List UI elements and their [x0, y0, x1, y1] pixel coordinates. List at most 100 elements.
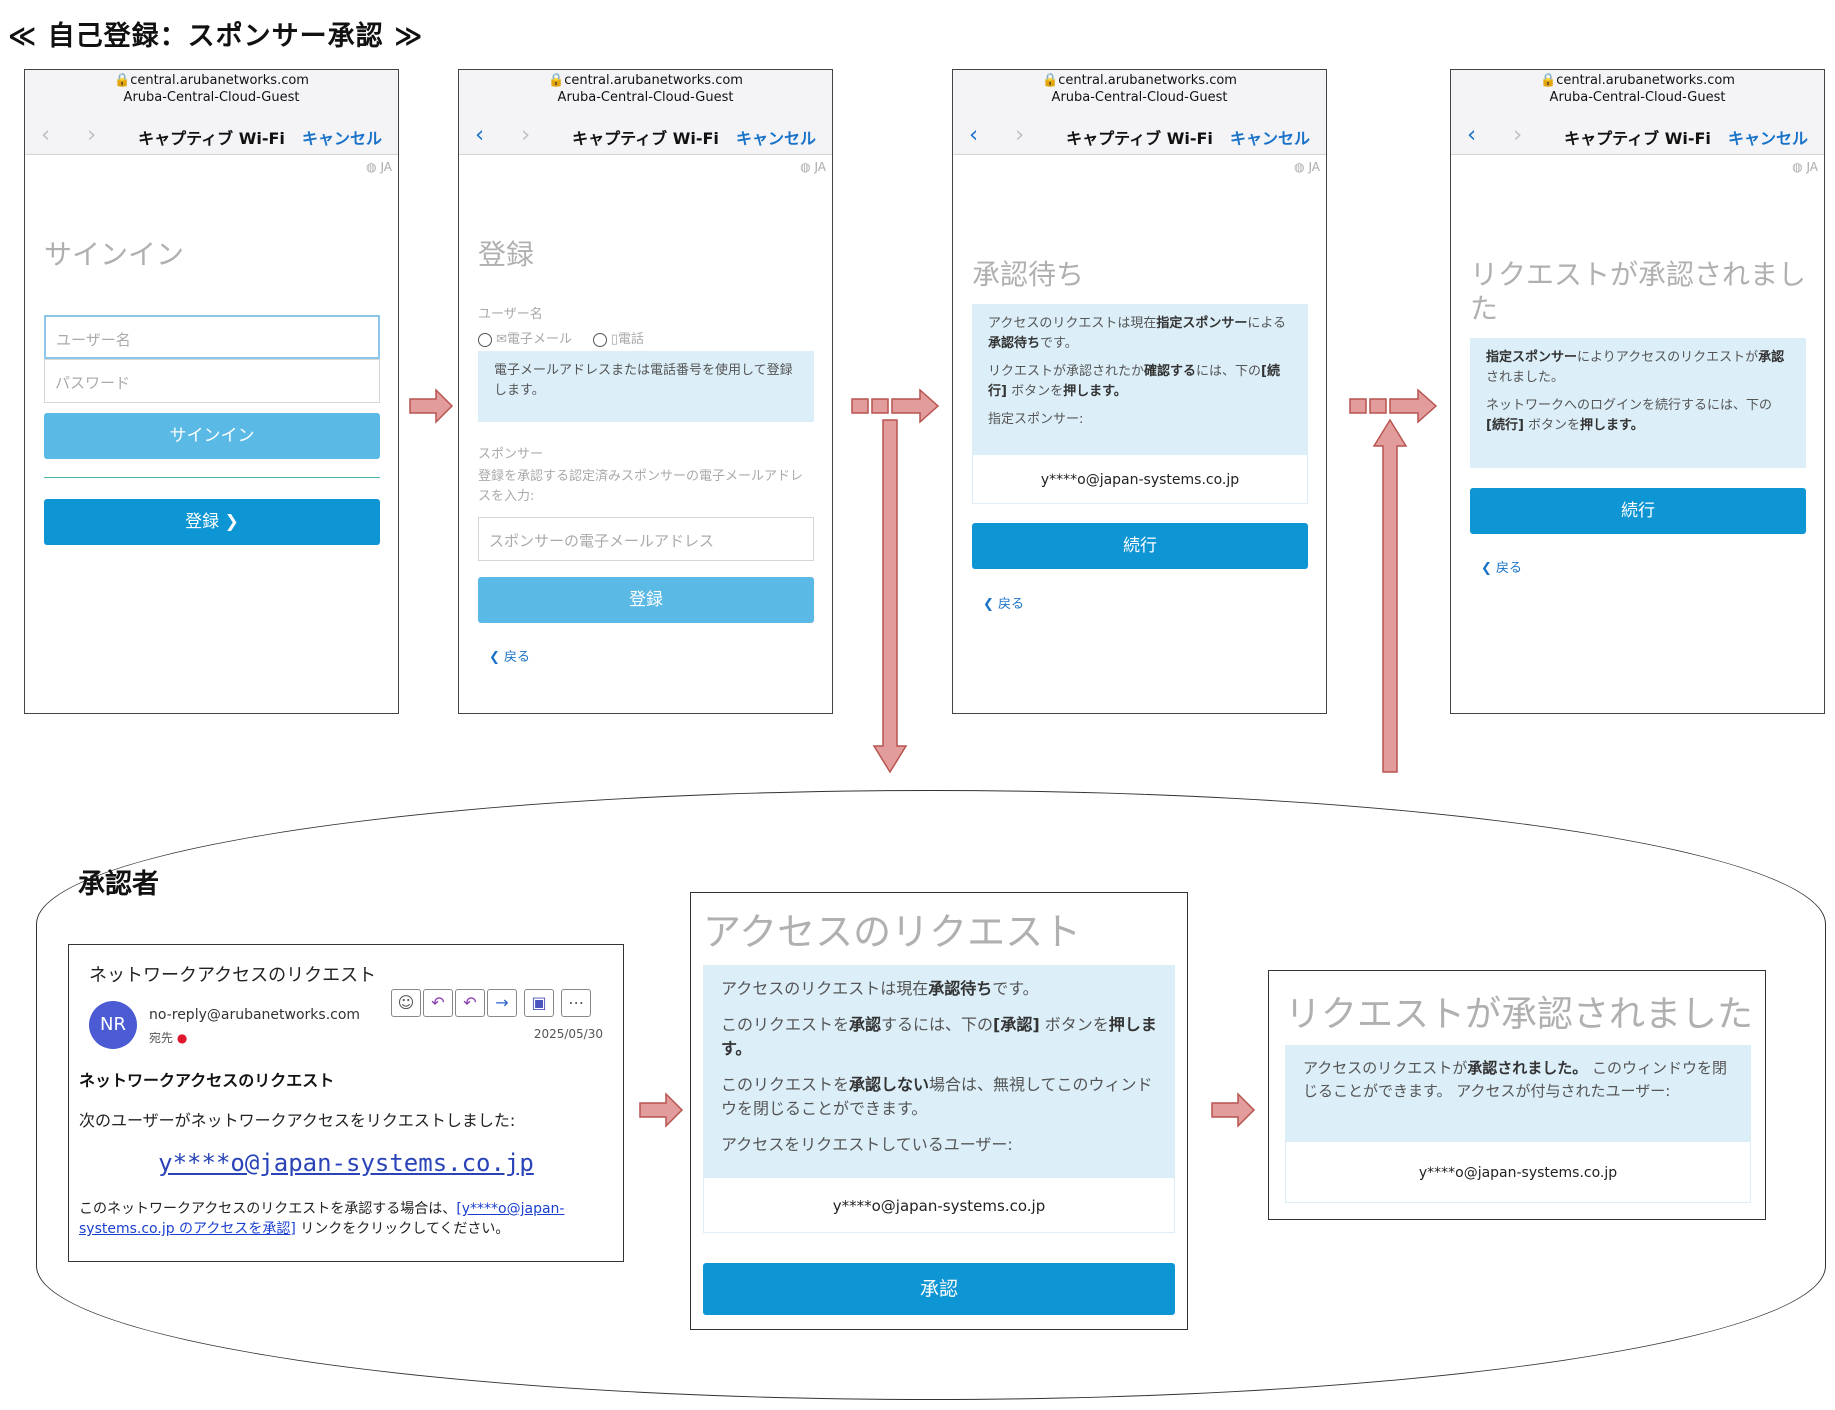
- register-submit-button[interactable]: 登録: [478, 577, 814, 623]
- globe-icon: ◍: [366, 160, 377, 174]
- phone-screen-signin: 🔒central.arubanetworks.com Aruba-Central…: [24, 69, 399, 714]
- approved-info-box: アクセスのリクエストが承認されました。 このウィンドウを閉じることができます。 …: [1285, 1045, 1751, 1141]
- continue-button[interactable]: 続行: [1470, 488, 1806, 534]
- lock-icon: 🔒: [548, 73, 565, 88]
- forward-chevron-icon[interactable]: ›: [87, 122, 97, 148]
- back-chevron-icon[interactable]: ‹: [969, 122, 979, 148]
- register-heading: 登録: [478, 238, 535, 271]
- approve-link[interactable]: [y****o@japan-systems.co.jp のアクセスを承認]: [79, 1201, 565, 1237]
- approved-heading: リクエストが承認されました: [1285, 994, 1754, 1035]
- phone-screen-approved: 🔒central.arubanetworks.com Aruba-Central…: [1450, 69, 1825, 714]
- arrow-right-dashed-2: [851, 388, 940, 424]
- phone-screen-pending: 🔒central.arubanetworks.com Aruba-Central…: [952, 69, 1327, 714]
- arrow-right-dashed-3: [1349, 388, 1438, 424]
- avatar: NR: [89, 1001, 137, 1049]
- username-input[interactable]: ユーザー名: [44, 315, 380, 359]
- email-date: 2025/05/30: [533, 1027, 603, 1041]
- mail-icon: ✉: [496, 332, 508, 347]
- language-selector[interactable]: ◍ JA: [800, 160, 826, 174]
- sponsor-label: 指定スポンサー:: [988, 412, 1084, 427]
- back-chevron-icon[interactable]: ‹: [41, 122, 51, 148]
- back-link[interactable]: ❮ 戻る: [1481, 561, 1523, 576]
- language-selector[interactable]: ◍ JA: [1792, 160, 1818, 174]
- language-selector[interactable]: ◍ JA: [366, 160, 392, 174]
- arrow-up-from-approver: [1372, 418, 1408, 773]
- request-info-p4: アクセスをリクエストしているユーザー:: [721, 1135, 1013, 1154]
- phone-radio[interactable]: [592, 332, 607, 347]
- arrow-right-1: [409, 388, 454, 424]
- network-name: Aruba-Central-Cloud-Guest: [1051, 90, 1228, 105]
- cancel-button[interactable]: キャンセル: [301, 129, 382, 148]
- lock-icon: 🔒: [1540, 73, 1557, 88]
- browser-bar: 🔒central.arubanetworks.com Aruba-Central…: [459, 70, 832, 155]
- approved-info-box: 指定スポンサーによりアクセスのリクエストが承認されました。 ネットワークへのログ…: [1470, 338, 1806, 468]
- requesting-user-email: y****o@japan-systems.co.jp: [703, 1177, 1175, 1233]
- forward-chevron-icon[interactable]: ›: [1015, 122, 1025, 148]
- nav-title: キャプティブ Wi-Fi: [572, 129, 719, 148]
- cancel-button[interactable]: キャンセル: [735, 129, 816, 148]
- cancel-button[interactable]: キャンセル: [1727, 129, 1808, 148]
- divider: [44, 477, 380, 478]
- reply-icon[interactable]: ↶: [423, 989, 453, 1017]
- request-info-p2: このリクエストを承認するには、下の[承認] ボタンを押します。: [721, 1015, 1157, 1058]
- sponsor-label: スポンサー: [478, 447, 544, 462]
- more-icon[interactable]: ⋯: [561, 989, 592, 1017]
- url-text: 🔒central.arubanetworks.com: [1540, 73, 1735, 88]
- approver-region: [36, 790, 1826, 1400]
- password-input[interactable]: パスワード: [44, 359, 380, 403]
- continue-button[interactable]: 続行: [972, 523, 1308, 569]
- reply-all-icon[interactable]: ↶: [455, 989, 485, 1017]
- username-label: ユーザー名: [478, 307, 543, 322]
- lock-icon: 🔒: [1042, 73, 1059, 88]
- arrow-down-to-approver: [872, 419, 908, 774]
- pending-heading: 承認待ち: [972, 258, 1085, 291]
- browser-bar: 🔒central.arubanetworks.com Aruba-Central…: [1451, 70, 1824, 155]
- globe-icon: ◍: [1294, 160, 1305, 174]
- email-subject: ネットワークアクセスのリクエスト: [89, 965, 377, 986]
- request-approved-panel: リクエストが承認されました アクセスのリクエストが承認されました。 このウィンド…: [1268, 970, 1766, 1220]
- network-name: Aruba-Central-Cloud-Guest: [1549, 90, 1726, 105]
- email-option-label: 電子メール: [507, 332, 573, 347]
- cancel-button[interactable]: キャンセル: [1229, 129, 1310, 148]
- browser-bar: 🔒central.arubanetworks.com Aruba-Central…: [25, 70, 398, 155]
- presence-dot-icon: ●: [176, 1031, 188, 1045]
- signin-heading: サインイン: [44, 238, 185, 271]
- back-link[interactable]: ❮ 戻る: [489, 650, 531, 665]
- globe-icon: ◍: [800, 160, 811, 174]
- pending-info-box: アクセスのリクエストは現在指定スポンサーによる承認待ちです。 リクエストが承認さ…: [972, 304, 1308, 454]
- pending-info-line1: アクセスのリクエストは現在指定スポンサーによる承認待ちです。: [988, 316, 1286, 351]
- signin-button[interactable]: サインイン: [44, 413, 380, 459]
- request-info-box: アクセスのリクエストは現在承認待ちです。 このリクエストを承認するには、下の[承…: [703, 965, 1175, 1177]
- email-radio[interactable]: [478, 332, 492, 347]
- email-notification: ネットワークアクセスのリクエスト NR no-reply@arubanetwor…: [68, 944, 624, 1262]
- email-body-line: 次のユーザーがネットワークアクセスをリクエストしました:: [79, 1111, 516, 1130]
- approve-button[interactable]: 承認: [703, 1263, 1175, 1315]
- register-button[interactable]: 登録 ❯: [44, 499, 380, 545]
- sponsor-email-input[interactable]: スポンサーの電子メールアドレス: [478, 517, 814, 561]
- email-body-title: ネットワークアクセスのリクエスト: [79, 1071, 335, 1090]
- nav-title: キャプティブ Wi-Fi: [1066, 129, 1213, 148]
- back-chevron-icon[interactable]: ‹: [475, 122, 485, 148]
- smiley-icon[interactable]: ☺: [391, 989, 421, 1017]
- request-info-p3: このリクエストを承認しない場合は、無視してこのウィンドウを閉じることができます。: [721, 1075, 1153, 1118]
- forward-chevron-icon[interactable]: ›: [1513, 122, 1523, 148]
- request-info-p1: アクセスのリクエストは現在承認待ちです。: [721, 979, 1039, 998]
- approved-user-email: y****o@japan-systems.co.jp: [1285, 1141, 1751, 1203]
- approved-info-line1: 指定スポンサーによりアクセスのリクエストが承認されました。: [1486, 350, 1785, 385]
- back-link[interactable]: ❮ 戻る: [983, 597, 1025, 612]
- forward-icon[interactable]: →: [487, 989, 517, 1017]
- email-from: no-reply@arubanetworks.com: [149, 1007, 361, 1023]
- sponsor-email: y****o@japan-systems.co.jp: [972, 454, 1308, 504]
- back-chevron-icon[interactable]: ‹: [1467, 122, 1477, 148]
- forward-chevron-icon[interactable]: ›: [521, 122, 531, 148]
- approved-info-line2: ネットワークへのログインを続行するには、下の[続行] ボタンを押します。: [1486, 398, 1773, 433]
- access-request-panel: アクセスのリクエスト アクセスのリクエストは現在承認待ちです。 このリクエストを…: [690, 892, 1188, 1330]
- approver-label: 承認者: [78, 869, 159, 900]
- globe-icon: ◍: [1792, 160, 1803, 174]
- teams-icon[interactable]: ▣: [524, 989, 555, 1017]
- page-title: ≪ 自己登録：スポンサー承認 ≫: [8, 21, 424, 52]
- email-user-address: y****o@japan-systems.co.jp: [158, 1149, 534, 1177]
- language-selector[interactable]: ◍ JA: [1294, 160, 1320, 174]
- url-text: 🔒central.arubanetworks.com: [114, 73, 309, 88]
- sponsor-help-text: 登録を承認する認定済みスポンサーの電子メールアドレスを入力:: [478, 469, 804, 504]
